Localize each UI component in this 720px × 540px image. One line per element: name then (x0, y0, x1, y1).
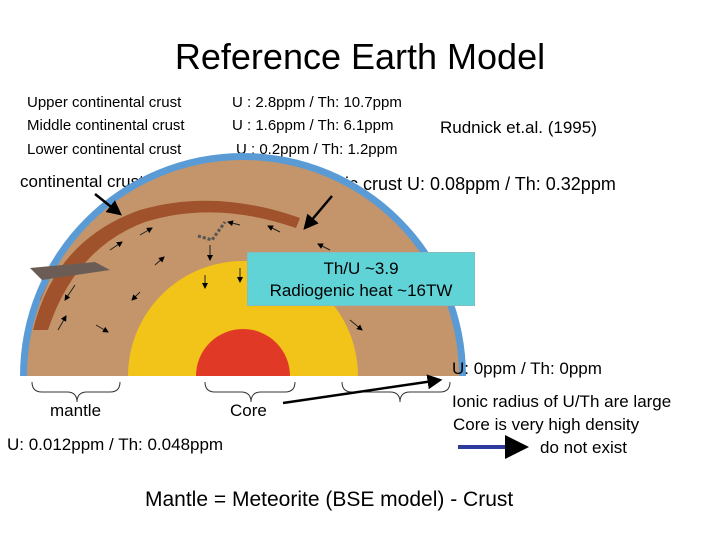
upper-crust-value: U : 2.8ppm / Th: 10.7ppm (232, 94, 402, 111)
convection-arrow (317, 243, 331, 251)
thu-ratio-box: Th/U ~3.9 Radiogenic heat ~16TW (247, 252, 475, 306)
continental-crust-pointer (94, 193, 122, 216)
continental-crust-label: continental crust (20, 172, 144, 191)
thu-ratio-text: Th/U ~3.9 (323, 259, 399, 278)
convection-arrow (349, 319, 363, 331)
middle-crust-value: U : 1.6ppm / Th: 6.1ppm (232, 117, 394, 134)
radiogenic-heat-text: Radiogenic heat ~16TW (269, 281, 453, 300)
convection-arrow (154, 256, 165, 266)
reference-citation: Rudnick et.al. (1995) (440, 118, 597, 137)
core-note-line2: Core is very high density (453, 415, 640, 434)
core-values-bracket (341, 381, 451, 403)
oceanic-crust-label: Oceanic crust U: 0.08ppm / Th: 0.32ppm (292, 174, 616, 194)
core-values-label: U: 0ppm / Th: 0ppm (452, 359, 602, 378)
convection-arrow (64, 284, 76, 301)
core-label: Core (230, 401, 267, 420)
bse-equation: Mantle = Meteorite (BSE model) - Crust (145, 488, 514, 511)
mantle-values-label: U: 0.012ppm / Th: 0.048ppm (7, 435, 224, 454)
convection-arrow (227, 220, 241, 227)
middle-crust-label: Middle continental crust (27, 117, 185, 134)
upper-crust-label: Upper continental crust (27, 94, 182, 111)
convection-arrow (139, 227, 153, 236)
page-title: Reference Earth Model (174, 36, 546, 77)
convection-arrow (57, 315, 67, 331)
core-bracket (204, 381, 296, 403)
crust-gray-band (30, 262, 110, 280)
convection-arrow (109, 241, 123, 251)
convection-arrow (131, 291, 141, 301)
inner-core-layer (196, 329, 290, 376)
convection-arrow (267, 225, 281, 233)
core-note-pointer (282, 374, 443, 405)
mantle-label: mantle (50, 401, 102, 420)
oceanic-crust-pointer (303, 195, 333, 230)
lower-crust-value: U : 0.2ppm / Th: 1.2ppm (236, 141, 398, 158)
convection-arrow (95, 324, 109, 333)
core-note-line3: do not exist (540, 438, 627, 457)
lower-crust-label: Lower continental crust (27, 141, 182, 158)
continental-crust-layer-top (33, 200, 300, 330)
mantle-bracket (31, 381, 121, 403)
core-note-line1: Ionic radius of U/Th are large (452, 392, 672, 411)
